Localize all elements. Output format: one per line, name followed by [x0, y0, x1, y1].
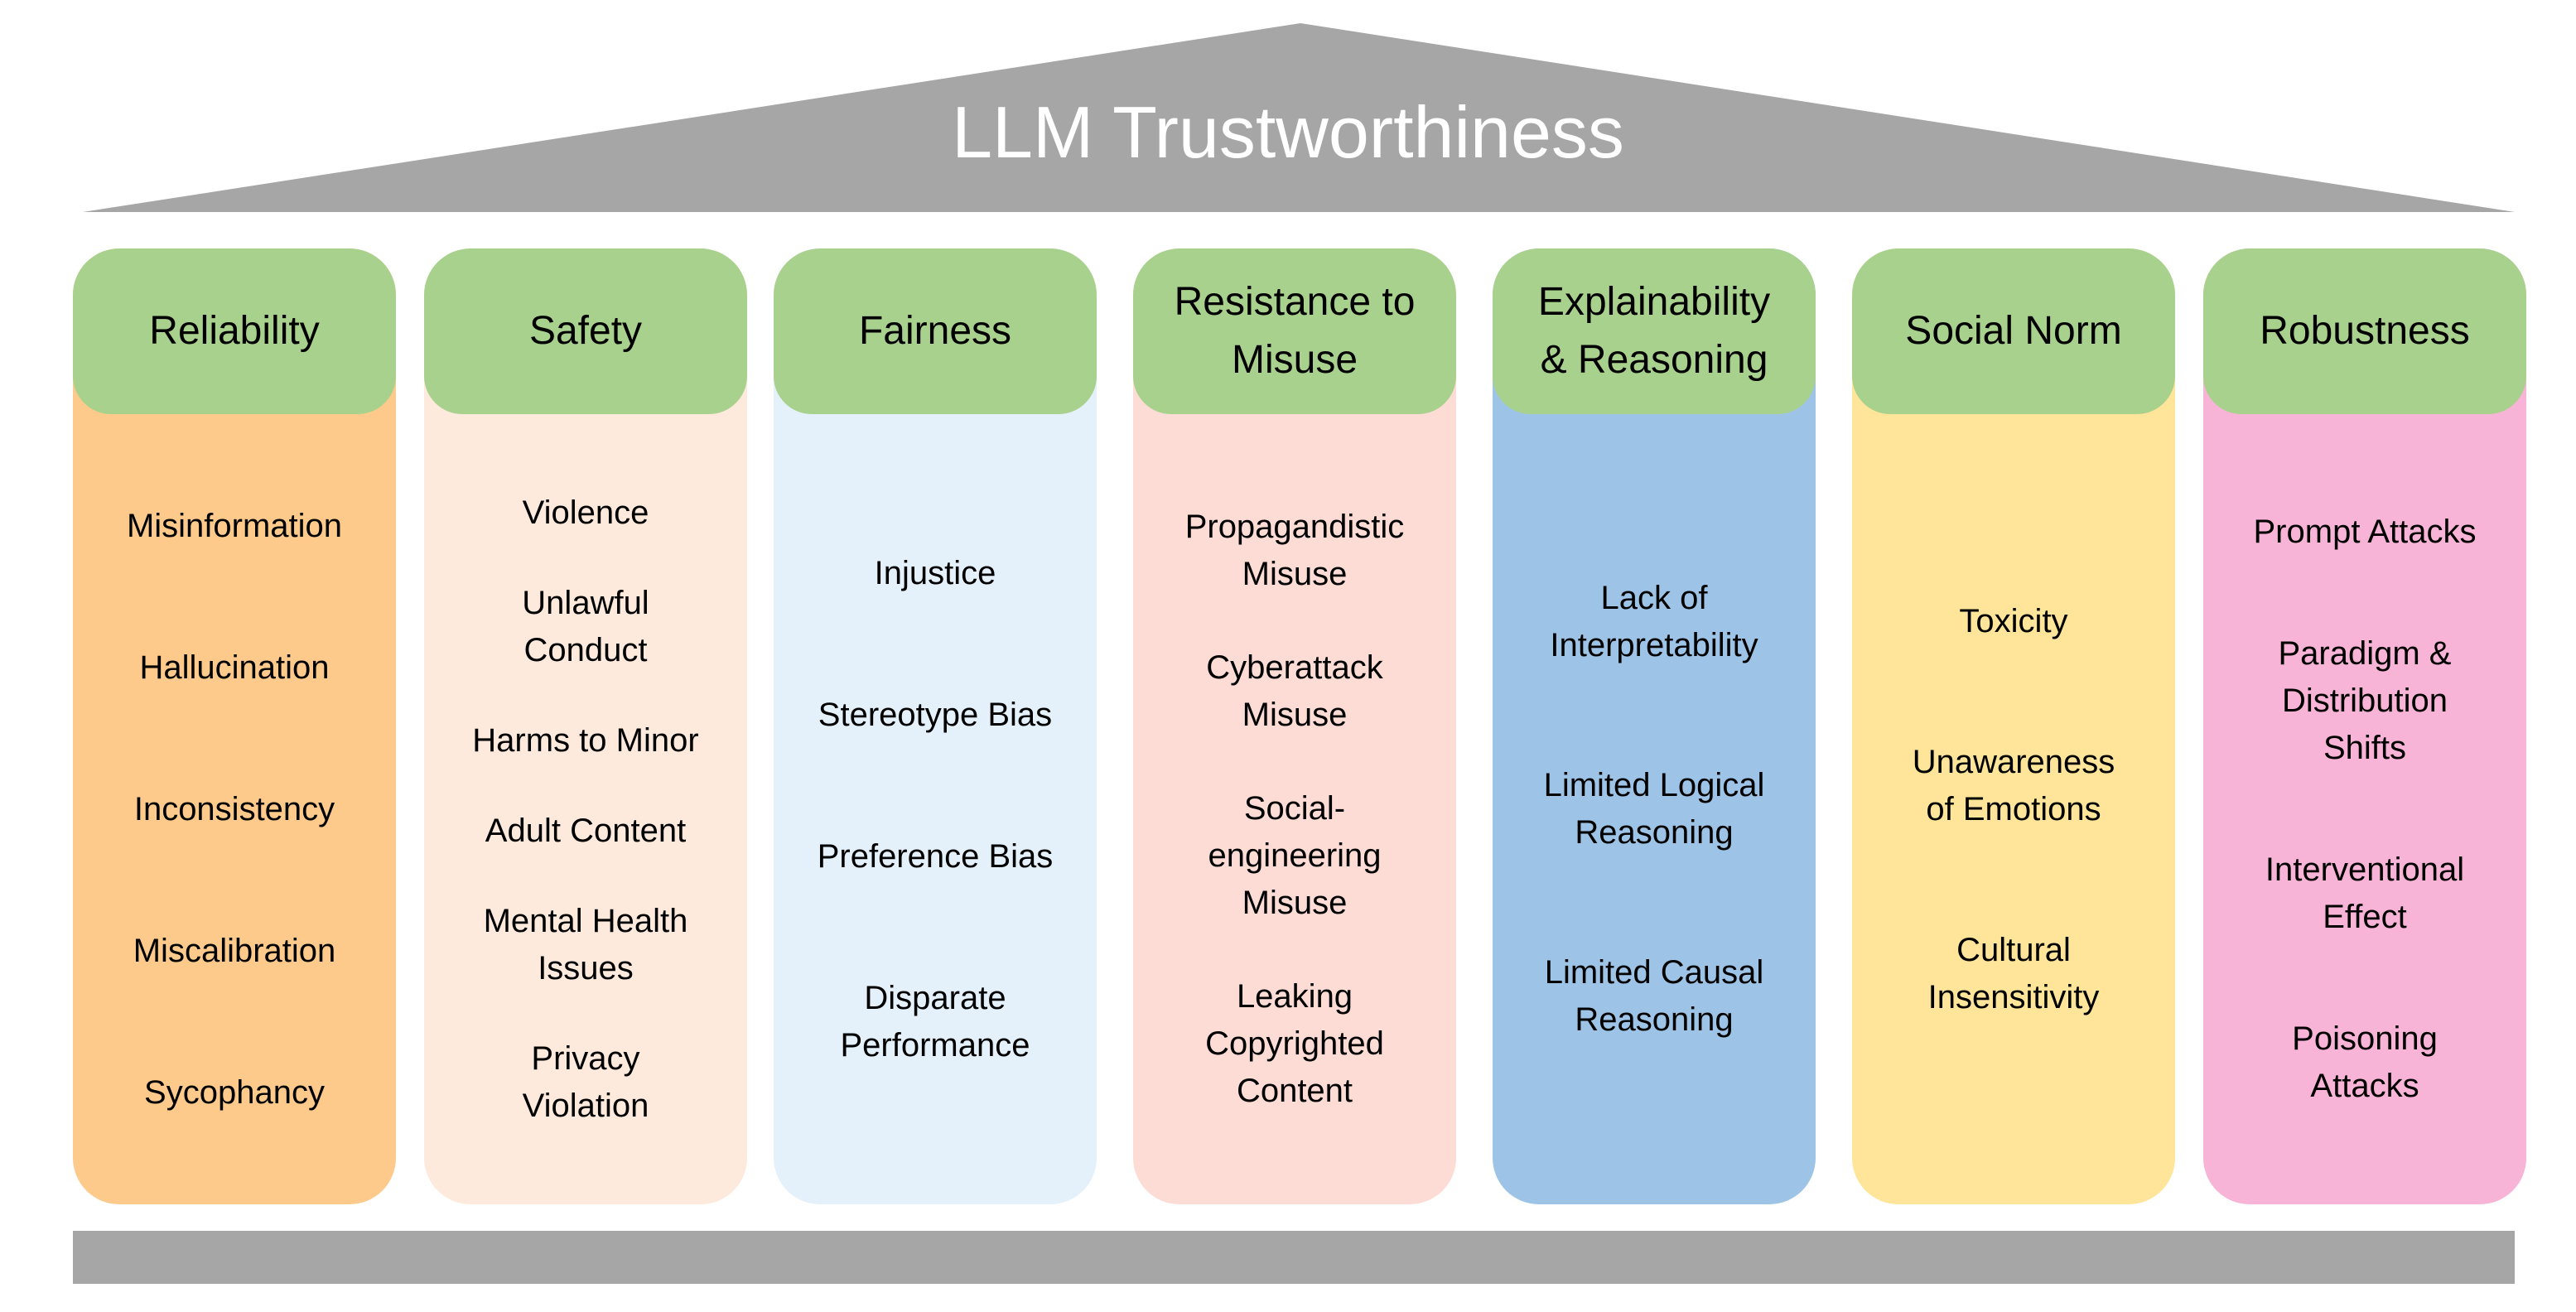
pillar-item: Miscalibration: [133, 932, 336, 969]
roof: [83, 23, 2515, 212]
pillar-item: Preference Bias: [817, 837, 1054, 875]
pillar-item: Lack of Interpretability: [1550, 580, 1758, 663]
pillar-item: Cyberattack Misuse: [1206, 649, 1383, 733]
pillar-item: Leaking Copyrighted Content: [1205, 978, 1384, 1109]
pillar-item: Limited Causal Reasoning: [1544, 954, 1764, 1038]
pillar-item: Adult Content: [485, 812, 687, 849]
pillar-item: Poisoning Attacks: [2292, 1020, 2438, 1104]
pillar-item: Unlawful Conduct: [522, 584, 649, 668]
pillar-item: Propagandistic Misuse: [1184, 509, 1405, 592]
pillar-header: Explainability & Reasoning: [1493, 248, 1816, 414]
pillar-item: Inconsistency: [133, 790, 335, 827]
pillar-item: Sycophancy: [144, 1073, 325, 1111]
pillar-item: Stereotype Bias: [818, 696, 1053, 733]
pillar-item: Paradigm & Distribution Shifts: [2278, 635, 2452, 766]
pillar-header: Social Norm: [1852, 248, 2175, 414]
pillar-item: Privacy Violation: [522, 1039, 649, 1124]
foundation-base: [73, 1231, 2515, 1284]
pillar-item: Limited Logical Reasoning: [1543, 767, 1765, 851]
pillar-header: Robustness: [2203, 248, 2526, 414]
pillar-header: Resistance to Misuse: [1133, 248, 1456, 414]
pillar-item: Misinformation: [126, 507, 343, 544]
pillar-item: Toxicity: [1959, 602, 2068, 639]
pillar-header: Reliability: [73, 248, 396, 414]
pillar-item: Social- engineering Misuse: [1208, 790, 1382, 921]
pillar-header: Safety: [424, 248, 747, 414]
pillar-item: Mental Health Issues: [483, 902, 688, 986]
pillar-item: Injustice: [874, 554, 996, 591]
roof-triangle: [83, 23, 2515, 212]
pillar-item: Disparate Performance: [840, 979, 1030, 1064]
pillar-item: Violence: [522, 494, 649, 531]
pillar-item: Unawareness of Emotions: [1912, 743, 2115, 827]
pillar-item: Prompt Attacks: [2253, 514, 2477, 550]
pillar-item: Harms to Minor: [472, 721, 699, 759]
pillar-item: Interventional Effect: [2265, 851, 2465, 935]
pillar-header: Fairness: [774, 248, 1097, 414]
diagram-title: LLM Trustworthiness: [952, 91, 1624, 173]
pillar-item: Hallucination: [139, 649, 330, 686]
pillar-item: Cultural Insensitivity: [1927, 931, 2100, 1015]
